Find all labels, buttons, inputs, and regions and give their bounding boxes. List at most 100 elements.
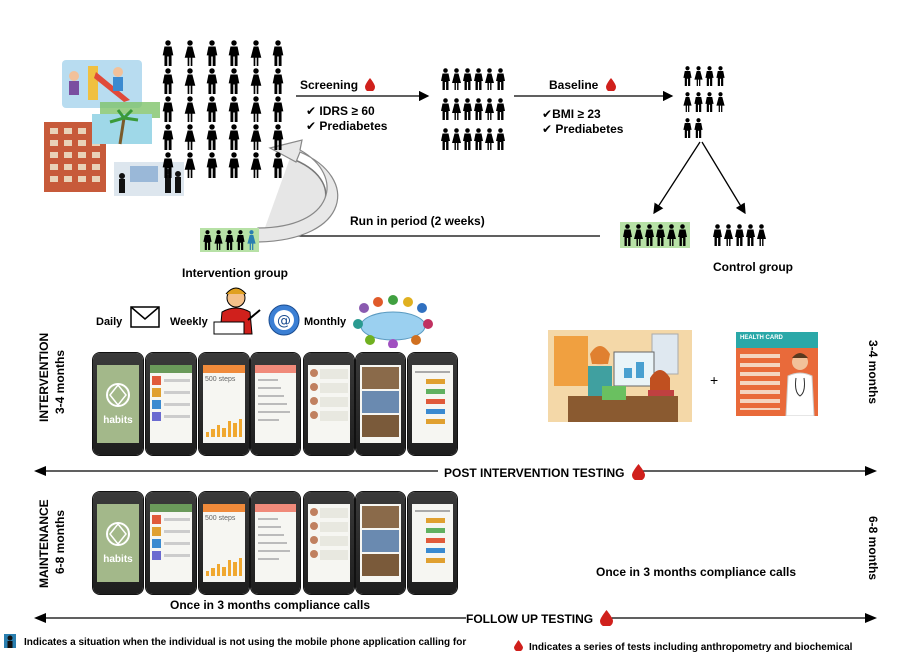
person-icon bbox=[683, 118, 692, 138]
person-icon bbox=[724, 224, 733, 246]
person-icon bbox=[250, 68, 262, 94]
run-in-label: Run in period (2 weeks) bbox=[350, 214, 485, 228]
person-icon bbox=[683, 92, 692, 112]
person-icon bbox=[746, 224, 755, 246]
screening-criterion-2: ✔ Prediabetes bbox=[306, 119, 388, 133]
person-icon bbox=[228, 152, 240, 178]
person-icon bbox=[184, 96, 196, 122]
intervention-phase-label: INTERVENTION 3-4 months bbox=[37, 332, 67, 422]
blood-drop-icon bbox=[605, 78, 616, 92]
counseling-image bbox=[548, 330, 692, 422]
person-icon bbox=[683, 66, 692, 86]
person-icon bbox=[485, 128, 494, 150]
plus-sign: + bbox=[710, 372, 719, 388]
app-logo-text: habits bbox=[103, 554, 133, 565]
person-icon bbox=[272, 152, 284, 178]
person-icon bbox=[694, 92, 703, 112]
follow-up-testing-label: FOLLOW UP TESTING bbox=[466, 610, 614, 627]
person-icon bbox=[272, 40, 284, 66]
phone-screen bbox=[356, 492, 405, 594]
intervention-group-icon bbox=[200, 228, 259, 252]
person-icon bbox=[452, 68, 461, 90]
phone-screen bbox=[304, 492, 354, 594]
person-icon bbox=[250, 96, 262, 122]
person-icon bbox=[162, 96, 174, 122]
person-icon bbox=[206, 152, 218, 178]
person-icon bbox=[228, 124, 240, 150]
steps-count: 500 steps bbox=[205, 376, 236, 383]
envelope-icon bbox=[130, 306, 160, 328]
person-icon bbox=[272, 96, 284, 122]
person-icon bbox=[214, 230, 223, 250]
phone-screen bbox=[251, 353, 300, 455]
person-icon bbox=[228, 40, 240, 66]
person-icon bbox=[694, 66, 703, 86]
control-group-left-icon bbox=[620, 222, 690, 248]
person-icon bbox=[162, 68, 174, 94]
person-icon bbox=[228, 96, 240, 122]
person-icon bbox=[496, 68, 505, 90]
phone-screen bbox=[251, 492, 300, 594]
weekly-label: Weekly bbox=[170, 316, 208, 328]
person-icon bbox=[705, 66, 714, 86]
group-meeting-icon bbox=[353, 295, 433, 348]
person-icon bbox=[678, 224, 687, 246]
baseline-criterion-2: ✔ Prediabetes bbox=[542, 122, 624, 136]
post-intervention-testing-label: POST INTERVENTION TESTING bbox=[444, 464, 645, 481]
baseline-criterion-1: ✔BMI ≥ 23 bbox=[542, 107, 601, 121]
community-collage-image bbox=[40, 52, 190, 202]
person-icon bbox=[474, 68, 483, 90]
baseline-crowd bbox=[682, 66, 726, 138]
maintenance-phase-label: MAINTENANCE 6-8 months bbox=[37, 499, 67, 588]
person-icon bbox=[162, 124, 174, 150]
person-icon bbox=[474, 128, 483, 150]
health-card-title: HEALTH CARD bbox=[740, 335, 783, 341]
person-icon bbox=[441, 68, 450, 90]
compliance-calls-right: Once in 3 months compliance calls bbox=[596, 565, 797, 579]
person-icon bbox=[272, 124, 284, 150]
phone-screen bbox=[408, 353, 457, 455]
person-icon bbox=[656, 224, 665, 246]
person-icon bbox=[694, 118, 703, 138]
person-icon bbox=[667, 224, 676, 246]
phone-screen bbox=[304, 353, 354, 455]
screening-label: Screening bbox=[300, 78, 376, 92]
person-icon bbox=[250, 152, 262, 178]
person-icon bbox=[645, 224, 654, 246]
person-icon bbox=[496, 98, 505, 120]
person-icon bbox=[162, 40, 174, 66]
phone-screen bbox=[146, 492, 196, 594]
randomize-right-arrow bbox=[701, 141, 746, 215]
person-icon bbox=[623, 224, 632, 246]
app-logo-text: habits bbox=[103, 415, 133, 426]
person-icon bbox=[184, 68, 196, 94]
steps-count: 500 steps bbox=[205, 515, 236, 522]
person-icon bbox=[452, 98, 461, 120]
phone-screen: habits bbox=[93, 353, 143, 455]
intervention-group-label: Intervention group bbox=[182, 266, 288, 280]
person-icon bbox=[705, 92, 714, 112]
legend-drop: Indicates a series of tests including an… bbox=[514, 640, 852, 653]
screening-criterion-1: ✔ IDRS ≥ 60 bbox=[306, 104, 375, 118]
person-icon bbox=[225, 230, 234, 250]
phone-screen bbox=[408, 492, 457, 594]
control-group-right-icon bbox=[712, 224, 767, 246]
email-at-icon: @ bbox=[268, 304, 300, 336]
person-icon bbox=[463, 128, 472, 150]
person-icon bbox=[162, 152, 174, 178]
randomize-left-arrow bbox=[653, 141, 701, 215]
health-card-image: HEALTH CARD bbox=[736, 332, 818, 416]
person-icon bbox=[206, 96, 218, 122]
phone-screen: habits bbox=[93, 492, 143, 594]
blood-drop-icon bbox=[365, 78, 376, 92]
population-crowd bbox=[158, 40, 290, 178]
person-legend-icon bbox=[4, 634, 16, 648]
person-icon bbox=[250, 40, 262, 66]
intervention-duration-right: 3-4 months bbox=[866, 340, 880, 405]
svg-text:@: @ bbox=[277, 313, 291, 329]
compliance-calls-left: Once in 3 months compliance calls bbox=[170, 598, 371, 612]
phone-screen bbox=[356, 353, 405, 455]
person-icon bbox=[272, 68, 284, 94]
person-icon bbox=[203, 230, 212, 250]
